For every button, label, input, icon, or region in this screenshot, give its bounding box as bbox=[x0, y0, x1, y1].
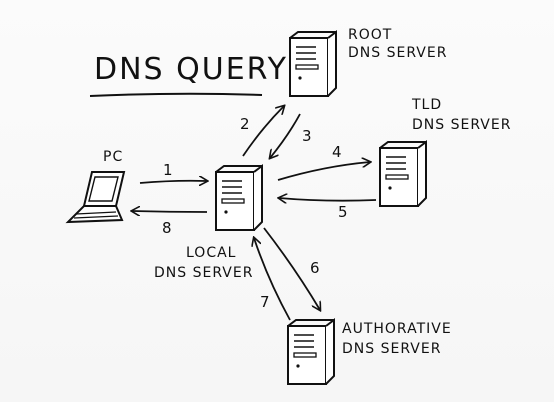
root-dns-label-line1: ROOT bbox=[348, 27, 393, 43]
authoritative-server-icon bbox=[287, 319, 335, 385]
arrow-step-3 bbox=[270, 113, 301, 158]
step-number-5: 5 bbox=[338, 203, 348, 221]
laptop-icon bbox=[65, 171, 126, 224]
arrow-step-1 bbox=[139, 181, 207, 183]
pc-label: PC bbox=[103, 149, 124, 165]
diagram-title: DNS QUERY bbox=[94, 52, 288, 87]
local-server-icon bbox=[215, 165, 263, 231]
step-number-8: 8 bbox=[162, 219, 172, 237]
arrow-step-5 bbox=[279, 198, 377, 201]
step-number-3: 3 bbox=[302, 127, 312, 145]
tld-dns-label-line2: DNS SERVER bbox=[412, 117, 512, 133]
root-server-icon bbox=[289, 31, 337, 97]
step-number-6: 6 bbox=[310, 259, 320, 277]
arrow-step-4 bbox=[277, 162, 370, 181]
local-dns-label-line2: DNS SERVER bbox=[154, 265, 254, 281]
step-number-2: 2 bbox=[240, 115, 250, 133]
tld-dns-label-line1: TLD bbox=[412, 97, 443, 113]
tld-server-icon bbox=[379, 141, 427, 207]
root-dns-label-line2: DNS SERVER bbox=[348, 45, 448, 61]
local-dns-label-line1: LOCAL bbox=[186, 245, 237, 261]
authoritative-dns-label-line1: AUTHORATIVE bbox=[342, 321, 452, 337]
step-number-4: 4 bbox=[332, 143, 342, 161]
arrow-step-2 bbox=[242, 106, 284, 157]
arrow-step-8 bbox=[132, 211, 208, 212]
authoritative-dns-label-line2: DNS SERVER bbox=[342, 341, 442, 357]
step-number-1: 1 bbox=[163, 161, 173, 179]
step-number-7: 7 bbox=[260, 293, 270, 311]
title-underline bbox=[89, 92, 263, 97]
arrow-step-7 bbox=[254, 238, 291, 321]
arrow-step-6 bbox=[263, 227, 320, 310]
